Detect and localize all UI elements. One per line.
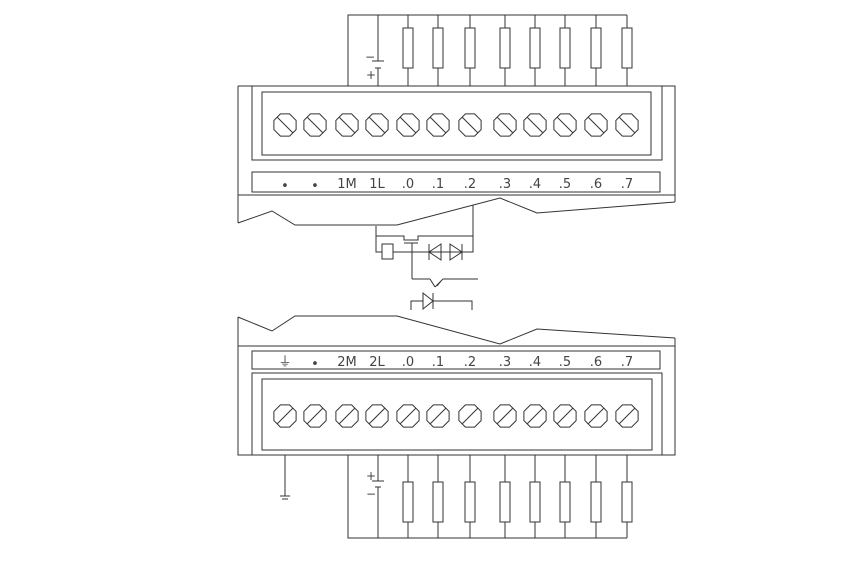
bottom-label-strip	[251, 350, 661, 370]
terminal-label: .0	[402, 177, 414, 192]
relay-coil-icon	[381, 243, 394, 260]
bottom-battery-icon: + −	[366, 469, 384, 501]
terminal-label: .6	[590, 177, 602, 192]
terminal-screw-icon	[553, 113, 577, 137]
terminal-screw-icon	[523, 404, 547, 428]
terminal-screw-icon	[335, 404, 359, 428]
terminal-label: .3	[499, 177, 511, 192]
top-module: • • 1M 1L .0 .1 .2 .3 .4 .5 .6 .7 − +	[237, 14, 676, 226]
load-resistor-icon	[464, 15, 476, 86]
load-resistor-icon	[402, 455, 414, 538]
terminal-label: .5	[559, 355, 571, 370]
terminal-screw-icon	[458, 113, 482, 137]
battery-minus-label: −	[366, 487, 376, 501]
bottom-load-wiring: + −	[280, 455, 627, 539]
phototransistor-icon	[412, 278, 478, 288]
top-terminal-block	[261, 91, 652, 156]
terminal-screw-icon	[365, 404, 389, 428]
terminal-label: .7	[621, 177, 633, 192]
load-resistor-icon	[529, 455, 541, 538]
battery-plus-label: +	[366, 469, 376, 483]
load-resistor-icon	[590, 455, 602, 538]
terminal-label: •	[311, 179, 319, 194]
terminal-screw-icon	[426, 113, 450, 137]
terminal-label: •	[311, 357, 319, 372]
load-resistor-icon	[621, 15, 633, 86]
terminal-label: 1M	[337, 177, 357, 192]
terminal-label: .2	[464, 355, 476, 370]
terminal-label: .1	[432, 177, 444, 192]
battery-plus-label: +	[366, 68, 376, 82]
terminal-label: .5	[559, 177, 571, 192]
terminal-screw-icon	[553, 404, 577, 428]
terminal-label: .2	[464, 177, 476, 192]
load-resistor-icon	[432, 15, 444, 86]
terminal-screw-icon	[458, 404, 482, 428]
diode-icon	[449, 243, 463, 261]
terminal-label: .3	[499, 355, 511, 370]
top-battery-icon: − +	[365, 50, 384, 82]
bottom-terminal-block	[261, 378, 653, 451]
load-resistor-icon	[559, 455, 571, 538]
terminal-label: .1	[432, 355, 444, 370]
terminal-screw-icon	[493, 113, 517, 137]
bottom-module-connector-edge	[237, 315, 676, 345]
battery-minus-label: −	[365, 50, 375, 64]
load-resistor-icon	[432, 455, 444, 538]
load-resistor-icon	[499, 455, 511, 538]
led-diode-icon	[410, 291, 473, 311]
terminal-label: 1L	[369, 177, 385, 192]
internal-circuit	[375, 205, 478, 311]
terminal-screw-icon	[365, 113, 389, 137]
load-resistor-icon	[590, 15, 602, 86]
bottom-module: ⏚ • 2M 2L .0 .1 .2 .3 .4 .5 .6 .7 + −	[237, 315, 676, 539]
terminal-label: .4	[529, 355, 541, 370]
terminal-screw-icon	[273, 404, 297, 428]
diode-icon	[428, 243, 442, 261]
terminal-screw-icon	[493, 404, 517, 428]
terminal-screw-icon	[584, 113, 608, 137]
load-resistor-icon	[559, 15, 571, 86]
terminal-label: 2L	[369, 355, 385, 370]
load-resistor-icon	[402, 15, 414, 86]
terminal-screw-icon	[615, 113, 639, 137]
terminal-label: .7	[621, 355, 633, 370]
top-module-connector-edge	[237, 197, 676, 226]
terminal-screw-icon	[523, 113, 547, 137]
terminal-screw-icon	[584, 404, 608, 428]
terminal-screw-icon	[335, 113, 359, 137]
bottom-module-frame	[237, 317, 676, 456]
terminal-screw-icon	[426, 404, 450, 428]
ground-icon	[280, 455, 290, 500]
load-resistor-icon	[529, 15, 541, 86]
terminal-screw-icon	[303, 404, 327, 428]
load-resistor-icon	[499, 15, 511, 86]
load-resistor-icon	[464, 455, 476, 538]
terminal-screw-icon	[396, 113, 420, 137]
terminal-screw-icon	[396, 404, 420, 428]
terminal-screw-icon	[615, 404, 639, 428]
load-resistor-icon	[621, 455, 633, 538]
terminal-label: ⏚	[278, 355, 291, 370]
terminal-label: 2M	[337, 355, 357, 370]
terminal-screw-icon	[303, 113, 327, 137]
top-load-wiring: − +	[347, 14, 627, 86]
terminal-screw-icon	[273, 113, 297, 137]
terminal-label: .4	[529, 177, 541, 192]
terminal-label: .0	[402, 355, 414, 370]
top-module-frame	[237, 85, 676, 223]
top-label-strip	[251, 171, 661, 193]
terminal-label: •	[281, 179, 289, 194]
terminal-label: .6	[590, 355, 602, 370]
